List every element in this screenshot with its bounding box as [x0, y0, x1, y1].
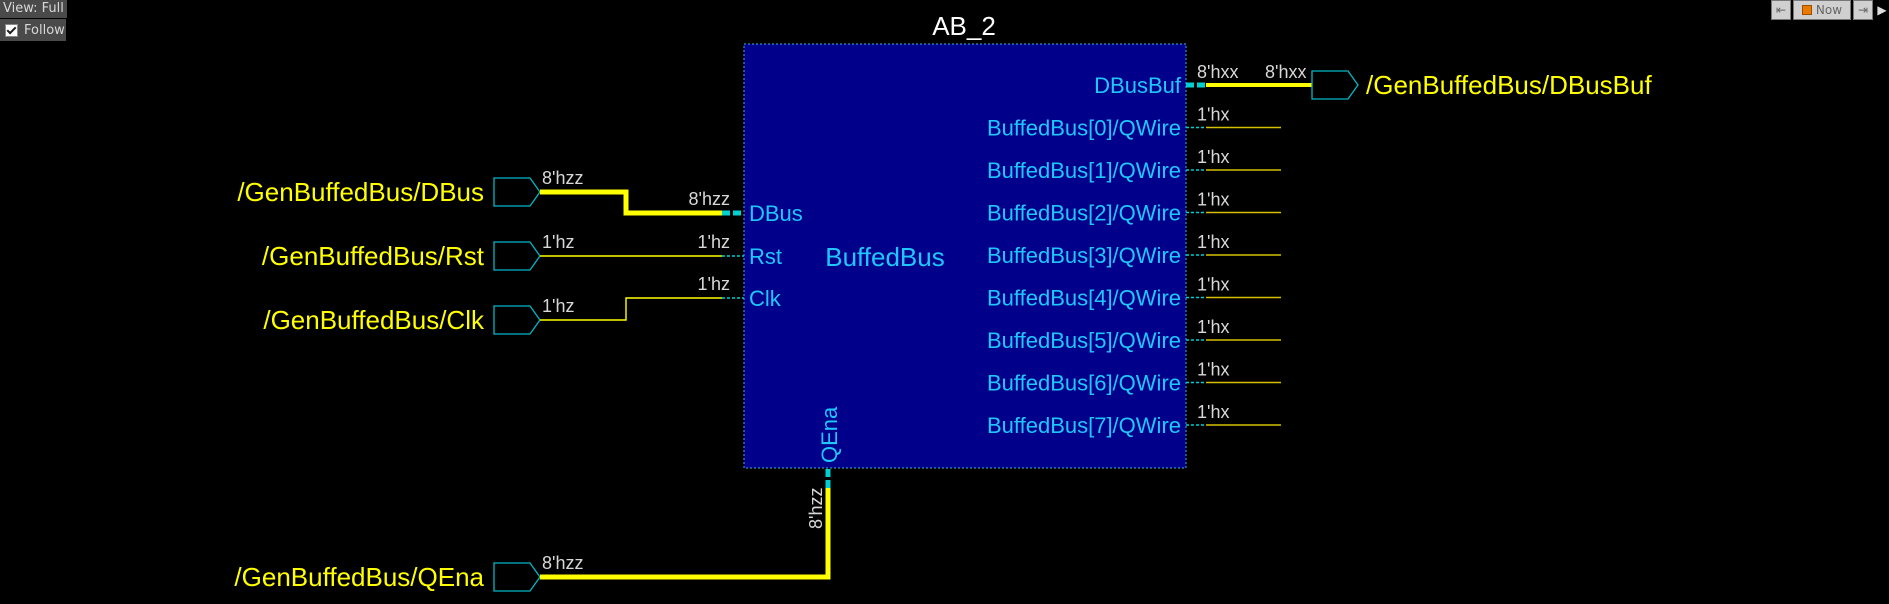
bottom-connector[interactable]	[493, 562, 541, 592]
now-label: Now	[1815, 3, 1843, 17]
follow-checkbox[interactable]	[5, 23, 18, 37]
instance-block[interactable]	[743, 43, 1187, 469]
input-wire	[540, 189, 722, 216]
output-port-label: BuffedBus[7]/QWire	[987, 413, 1181, 438]
output-signal-name: /GenBuffedBus/DBusBuf	[1366, 70, 1652, 100]
now-button[interactable]: Now	[1793, 0, 1851, 20]
bottom-wire	[540, 488, 831, 580]
cursor-next-icon[interactable]: ⇥	[1853, 0, 1873, 20]
input-connector[interactable]	[493, 241, 541, 271]
toolbar: ⇤ Now ⇥ ▶	[1771, 0, 1889, 22]
output-port-label: BuffedBus[2]/QWire	[987, 201, 1181, 226]
output-value: 1'hx	[1197, 147, 1229, 167]
output-port-label: BuffedBus[3]/QWire	[987, 243, 1181, 268]
output-value: 1'hx	[1197, 190, 1229, 210]
output-port-label: BuffedBus[4]/QWire	[987, 286, 1181, 311]
input-port-label: Clk	[749, 286, 782, 311]
output-value: 1'hx	[1197, 360, 1229, 380]
input-inner-value: 1'hz	[698, 274, 730, 294]
output-value: 1'hx	[1197, 232, 1229, 252]
input-signal-name: /GenBuffedBus/DBus	[237, 177, 484, 207]
module-name: BuffedBus	[825, 242, 945, 272]
follow-toggle[interactable]: Follow	[0, 19, 66, 41]
output-port-label: BuffedBus[5]/QWire	[987, 328, 1181, 353]
output-value: 8'hxx	[1197, 62, 1238, 82]
now-marker-icon	[1801, 5, 1812, 15]
output-connector[interactable]	[1311, 70, 1359, 100]
output-value: 1'hx	[1197, 317, 1229, 337]
bottom-inner-value: 8'hzz	[806, 488, 826, 529]
bottom-outer-value: 8'hzz	[542, 553, 583, 573]
input-outer-value: 1'hz	[542, 296, 574, 316]
input-outer-value: 1'hz	[542, 232, 574, 252]
follow-label: Follow	[24, 22, 65, 38]
output-port-label: BuffedBus[1]/QWire	[987, 158, 1181, 183]
bottom-port-label: QEna	[817, 406, 842, 463]
view-mode-label: View: Full	[0, 0, 67, 18]
input-port-label: DBus	[749, 201, 803, 226]
scroll-right-icon[interactable]: ▶	[1875, 0, 1889, 20]
output-port-label: BuffedBus[0]/QWire	[987, 116, 1181, 141]
input-signal-name: /GenBuffedBus/Rst	[262, 241, 485, 271]
output-value: 1'hx	[1197, 105, 1229, 125]
instance-name: AB_2	[932, 11, 996, 41]
input-port-label: Rst	[749, 244, 782, 269]
output-port-label: DBusBuf	[1094, 73, 1182, 98]
output-port-label: BuffedBus[6]/QWire	[987, 371, 1181, 396]
output-value: 1'hx	[1197, 402, 1229, 422]
output-ext-value: 8'hxx	[1265, 62, 1306, 82]
input-inner-value: 1'hz	[698, 232, 730, 252]
cursor-prev-icon[interactable]: ⇤	[1771, 0, 1791, 20]
bottom-signal-name: /GenBuffedBus/QEna	[234, 562, 484, 592]
input-outer-value: 8'hzz	[542, 168, 583, 188]
input-connector[interactable]	[493, 305, 541, 335]
input-signal-name: /GenBuffedBus/Clk	[263, 305, 485, 335]
input-inner-value: 8'hzz	[689, 189, 730, 209]
output-value: 1'hx	[1197, 275, 1229, 295]
input-connector[interactable]	[493, 177, 541, 207]
input-wire	[540, 297, 722, 321]
